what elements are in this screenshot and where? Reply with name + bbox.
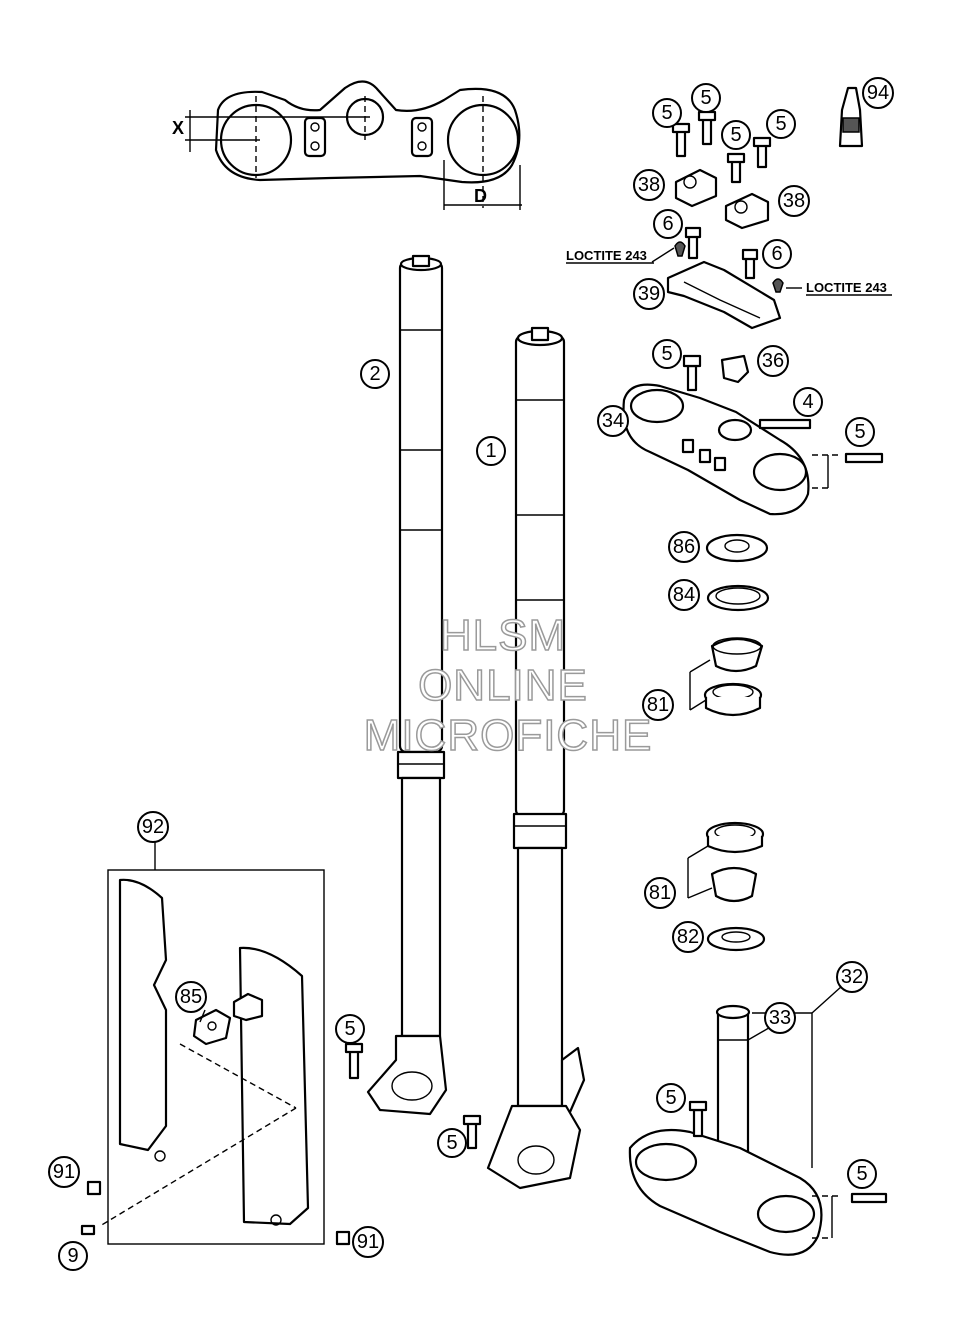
callout-6-b: 6 [762,239,792,269]
dimension-x-label: X [172,118,184,138]
svg-text:84: 84 [673,584,695,606]
callout-84: 84 [668,579,700,611]
callout-5-c: 5 [721,120,751,150]
callout-5-g: 5 [335,1014,365,1044]
svg-text:5: 5 [661,102,672,124]
callout-5-h: 5 [656,1083,686,1113]
callout-81-a: 81 [642,689,674,721]
callout-91-a: 91 [48,1156,80,1188]
svg-text:5: 5 [446,1132,457,1154]
loctite-note-left: LOCTITE 243 [566,248,647,263]
lower-triple-clamp-stem [628,1004,888,1256]
triple-clamp-top-view: X D [172,80,522,210]
callout-81-b: 81 [644,877,676,909]
svg-text:5: 5 [661,343,672,365]
svg-text:81: 81 [649,882,671,904]
callout-5-b: 5 [691,83,721,113]
callout-91-b: 91 [352,1226,384,1258]
callout-2: 2 [360,359,390,389]
callout-5-d: 5 [766,109,796,139]
callout-4: 4 [793,387,823,417]
callout-86: 86 [668,531,700,563]
svg-text:5: 5 [344,1018,355,1040]
fork-leg-1 [462,326,586,1190]
handlebar-clamp-hardware: LOCTITE 243 LOCTITE 243 [566,86,892,330]
svg-text:5: 5 [856,1163,867,1185]
loctite-note-right: LOCTITE 243 [806,280,887,295]
callout-5-i: 5 [437,1128,467,1158]
svg-text:91: 91 [53,1161,75,1183]
svg-text:34: 34 [602,410,624,432]
callout-5-f: 5 [845,417,875,447]
svg-text:5: 5 [665,1087,676,1109]
svg-text:82: 82 [677,926,699,948]
svg-text:5: 5 [775,113,786,135]
svg-text:32: 32 [841,966,863,988]
upper-triple-clamp [622,354,884,516]
fork-leg-2 [344,254,448,1116]
watermark-line-3: MICROFICHE [364,711,653,760]
svg-text:38: 38 [638,174,660,196]
callout-5-a: 5 [652,98,682,128]
callout-94: 94 [862,77,894,109]
svg-text:38: 38 [783,190,805,212]
callout-34: 34 [597,405,629,437]
svg-text:86: 86 [673,536,695,558]
svg-text:36: 36 [762,350,784,372]
steering-bearing-stack [687,533,770,952]
svg-text:5: 5 [730,124,741,146]
callout-36: 36 [757,345,789,377]
callout-92: 92 [137,811,169,843]
svg-text:2: 2 [369,363,380,385]
callout-85: 85 [175,981,207,1013]
callout-32: 32 [836,961,868,993]
svg-text:9: 9 [67,1245,78,1267]
callout-38-a: 38 [633,169,665,201]
svg-text:85: 85 [180,986,202,1008]
callout-5-e: 5 [652,339,682,369]
callout-1: 1 [476,436,506,466]
svg-text:33: 33 [769,1007,791,1029]
svg-text:92: 92 [142,816,164,838]
svg-text:39: 39 [638,283,660,305]
watermark: HLSM ONLINE MICROFICHE [363,610,653,761]
svg-text:94: 94 [867,82,889,104]
callout-39: 39 [633,278,665,310]
callout-33: 33 [764,1002,796,1034]
callout-9: 9 [58,1241,88,1271]
svg-text:5: 5 [700,87,711,109]
svg-text:6: 6 [662,213,673,235]
callout-6-a: 6 [653,209,683,239]
fork-guard-set [80,869,351,1246]
watermark-line-1: HLSM [440,611,566,660]
svg-text:6: 6 [771,243,782,265]
watermark-line-2: ONLINE [418,661,588,710]
callout-82: 82 [672,921,704,953]
svg-text:5: 5 [854,421,865,443]
svg-text:4: 4 [802,391,813,413]
callout-5-j: 5 [847,1159,877,1189]
callout-38-b: 38 [778,185,810,217]
dimension-d-label: D [474,186,487,206]
svg-text:1: 1 [485,440,496,462]
svg-text:91: 91 [357,1231,379,1253]
svg-text:81: 81 [647,694,669,716]
